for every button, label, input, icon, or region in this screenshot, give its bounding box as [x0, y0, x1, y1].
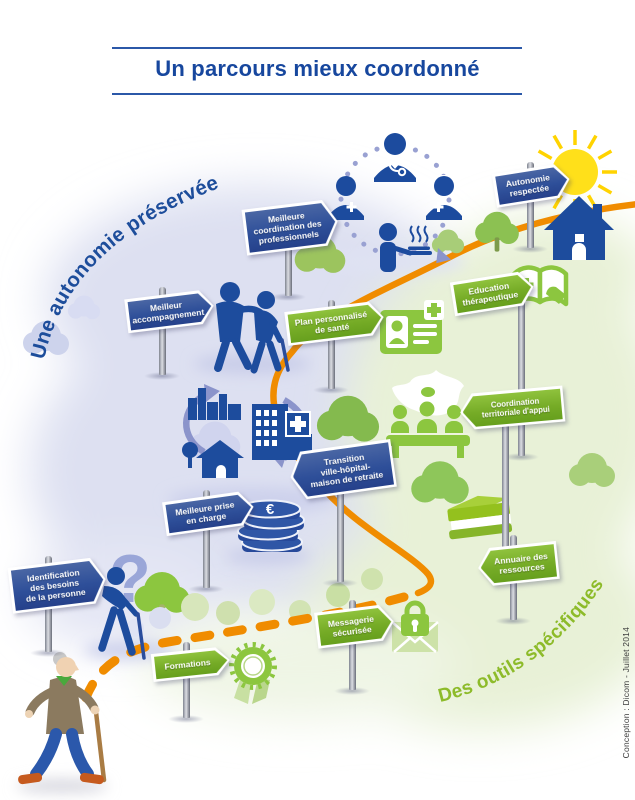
health-plan-card-icon: [380, 300, 444, 354]
training-rosette-icon: [229, 642, 277, 704]
france-map-icon: [392, 370, 464, 416]
sign-plate: Coordination territoriale d'appui: [459, 386, 566, 431]
sign-plate: Annuaire des ressources: [476, 541, 560, 587]
sign-post: [336, 490, 344, 582]
sign-messagerie-securisee: Messagerie sécurisée: [316, 600, 394, 695]
sign-coordination-territoriale: Coordination territoriale d'appui: [460, 390, 564, 557]
post-shadow: [334, 687, 370, 695]
person-with-cane-icon: [98, 567, 146, 660]
sign-post: [526, 162, 534, 248]
post-shadow: [188, 585, 224, 593]
sign-plate: Autonomie respectée: [492, 162, 572, 207]
walking-assistance-icon: [214, 282, 290, 374]
question-mark-icon: ?: [98, 541, 151, 660]
sign-meilleure-prise-en-charge: Meilleure prise en charge: [164, 496, 254, 593]
sign-plate: Plan personnalisé de santé: [284, 300, 385, 346]
sign-plate: Identification des besoins de la personn…: [8, 556, 109, 613]
sign-post: [327, 300, 335, 389]
post-shadow: [512, 245, 548, 253]
euro-coins-icon: €: [237, 499, 305, 552]
sign-plate: Formations: [151, 646, 231, 682]
post-shadow: [144, 372, 180, 380]
post-shadow: [503, 453, 539, 461]
resources-directory-book-icon: [447, 495, 513, 540]
care-team-circle-icon: [328, 133, 462, 272]
credit-text: Conception : Dicom - Juillet 2014: [621, 626, 631, 758]
city-hospital-home-cycle-icon: [182, 384, 312, 478]
sign-plate: Transition ville-hôpital- maison de retr…: [287, 439, 397, 501]
sign-meilleure-coordination: Meilleure coordination des professionnel…: [244, 204, 338, 301]
sign-plan-personnalise: Plan personnalisé de santé: [286, 300, 384, 394]
sign-post: [284, 216, 292, 296]
secure-mail-lock-icon: [391, 600, 439, 653]
post-shadow: [313, 386, 349, 394]
post-shadow: [168, 715, 204, 723]
sign-autonomie-respectee: Autonomie respectée: [494, 162, 570, 253]
sign-post: [182, 642, 190, 718]
sign-post: [517, 298, 525, 456]
post-shadow: [270, 293, 306, 301]
orange-pathway-dashes: [78, 592, 409, 711]
territorial-team-icon: [386, 401, 470, 458]
sign-post: [158, 287, 166, 375]
home-icon: [544, 196, 614, 260]
sign-education-therapeutique: Education thérapeutique: [452, 276, 539, 461]
sign-annuaire-ressources: Annuaire des ressources: [478, 535, 558, 625]
title-rule-top: [112, 47, 522, 49]
title-rule-bottom: [112, 93, 522, 95]
sign-transition-ville-hopital: Transition ville-hôpital- maison de retr…: [290, 446, 394, 587]
post-shadow: [322, 579, 358, 587]
sign-identification-besoins: Identification des besoins de la personn…: [10, 556, 106, 657]
sign-post: [348, 600, 356, 690]
sign-plate: Messagerie sécurisée: [314, 603, 396, 648]
orange-pathway: [270, 201, 635, 597]
page-title: Un parcours mieux coordonné: [155, 56, 480, 81]
sign-post: [501, 404, 509, 552]
post-shadow: [30, 649, 66, 657]
sign-plate: Meilleure coordination des professionnel…: [242, 198, 341, 255]
sign-formations: Formations: [152, 642, 230, 723]
euro-glyph: €: [266, 501, 275, 518]
sign-plate: Meilleure prise en charge: [162, 490, 256, 536]
trees: [23, 211, 615, 623]
sign-plate: Meilleur accompagnement: [124, 289, 215, 333]
sign-post: [202, 490, 210, 588]
post-shadow: [495, 617, 531, 625]
sign-meilleur-accompagnement: Meilleur accompagnement: [126, 287, 214, 380]
elderly-man-icon: [18, 652, 107, 785]
